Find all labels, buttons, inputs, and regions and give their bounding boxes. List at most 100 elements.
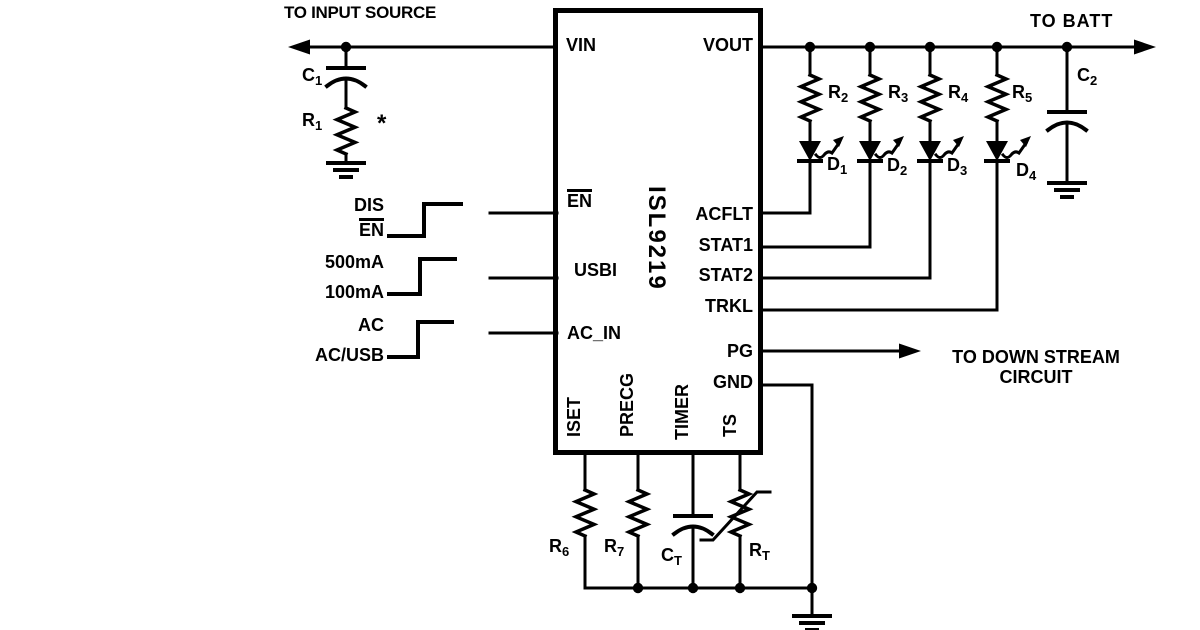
gnd-wire: [758, 383, 814, 590]
bottom-rail: [583, 582, 818, 594]
left-pin-stubs: [488, 211, 559, 335]
r6-branch: [576, 452, 594, 588]
c2-main: C: [1077, 65, 1090, 85]
vout-rail: [758, 39, 1156, 55]
iset-pin-label: ISET: [564, 396, 584, 437]
d1-main: D: [827, 154, 840, 174]
r1-resistor: [335, 106, 357, 165]
rt-thermistor-branch: [699, 452, 772, 588]
r4-main: R: [948, 82, 961, 102]
c1-label: C1: [302, 65, 322, 87]
d4-main: D: [1016, 160, 1029, 180]
input-note-asterisk: *: [377, 110, 387, 137]
r7-branch: [629, 452, 647, 588]
r6-label: R6: [549, 536, 569, 558]
acin-low-signal-label: AC/USB: [314, 345, 384, 365]
ct-main: C: [661, 545, 674, 565]
led-branch-d3: [919, 47, 964, 280]
pg-arrow: [758, 343, 921, 359]
precg-pin-label: PRECG: [617, 372, 637, 437]
usbi-step-waveform: [387, 257, 457, 296]
r4-sub: 4: [961, 90, 969, 105]
d4-label: D4: [1016, 160, 1036, 182]
r7-main: R: [604, 536, 617, 556]
ct-sub: T: [674, 553, 682, 568]
r1-sub: 1: [315, 118, 323, 133]
ic-body: [553, 8, 763, 455]
acin-step-waveform: [387, 320, 454, 359]
acin-pin-label: AC_IN: [567, 323, 622, 343]
stat2-pin-label: STAT2: [698, 265, 753, 285]
ct-branch: [672, 450, 714, 590]
en-signal-overline: EN: [358, 218, 384, 240]
r5-main: R: [1012, 82, 1025, 102]
c1-capacitor: [325, 45, 367, 110]
r6-sub: 6: [562, 544, 570, 559]
r3-main: R: [888, 82, 901, 102]
d3-label: D3: [947, 155, 967, 177]
usbi-low-signal-label: 100mA: [324, 282, 384, 302]
vin-rail: [288, 39, 558, 55]
downstream-line1: TO DOWN STREAM: [952, 347, 1120, 367]
c2-sub: 2: [1090, 73, 1098, 88]
input-source-label: TO INPUT SOURCE: [284, 3, 436, 22]
downstream-line2: CIRCUIT: [999, 367, 1073, 387]
r5-sub: 5: [1025, 90, 1033, 105]
d4-sub: 4: [1029, 168, 1037, 183]
r5-label: R5: [1012, 82, 1032, 104]
led-branch-d1: [799, 47, 844, 215]
r7-label: R7: [604, 536, 624, 558]
r1-label: R1: [302, 110, 322, 132]
r3-label: R3: [888, 82, 908, 104]
ct-label: CT: [661, 545, 682, 567]
led-branch-d4: [986, 47, 1031, 312]
input-ground-symbol: [326, 161, 366, 179]
main-ground-symbol: [792, 586, 832, 630]
battery-ground-symbol: [1047, 181, 1087, 199]
d3-main: D: [947, 155, 960, 175]
r4-label: R4: [948, 82, 968, 104]
d2-main: D: [887, 155, 900, 175]
r3-sub: 3: [901, 90, 909, 105]
en-pin-overline: EN: [567, 189, 593, 211]
usbi-high-signal-label: 500mA: [324, 252, 384, 272]
timer-pin-label: TIMER: [672, 384, 692, 440]
r7-sub: 7: [617, 544, 625, 559]
vout-pin-label: VOUT: [702, 35, 753, 55]
trkl-pin-label: TRKL: [705, 296, 753, 316]
led-branch-d2: [859, 47, 904, 249]
ts-pin-label: TS: [720, 413, 740, 437]
c2-capacitor: [1046, 45, 1088, 185]
rt-main: R: [749, 540, 762, 560]
downstream-label: TO DOWN STREAM CIRCUIT: [936, 347, 1136, 387]
acflt-pin-label: ACFLT: [695, 204, 753, 224]
c2-label: C2: [1077, 65, 1097, 87]
d3-sub: 3: [960, 163, 968, 178]
r1-main: R: [302, 110, 315, 130]
rt-sub: T: [762, 548, 770, 563]
batt-label: TO BATT: [1030, 11, 1114, 31]
c1-sub: 1: [315, 73, 323, 88]
r6-main: R: [549, 536, 562, 556]
acin-high-signal-label: AC: [358, 315, 384, 335]
d2-label: D2: [887, 155, 907, 177]
usbi-pin-label: USBI: [574, 260, 618, 280]
d1-label: D1: [827, 154, 847, 176]
gnd-pin-label: GND: [713, 372, 753, 392]
d1-sub: 1: [840, 162, 848, 177]
rt-label: RT: [749, 540, 770, 562]
r2-sub: 2: [841, 90, 849, 105]
pg-pin-label: PG: [726, 341, 753, 361]
c1-main: C: [302, 65, 315, 85]
en-step-waveform: [387, 202, 463, 238]
r2-main: R: [828, 82, 841, 102]
d2-sub: 2: [900, 163, 908, 178]
stat1-pin-label: STAT1: [698, 235, 753, 255]
ic-part-number: ISL9219: [643, 186, 670, 291]
en-signal-label: EN: [358, 218, 384, 240]
vin-pin-label: VIN: [566, 35, 597, 55]
en-pin-label: EN: [567, 189, 593, 211]
dis-signal-label: DIS: [353, 195, 384, 215]
